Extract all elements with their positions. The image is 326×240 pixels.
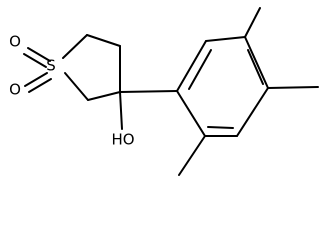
methyl-groups (178, 7, 319, 176)
bond-s-o-top-2 (23, 53, 47, 68)
bond-s-o-bottom-1 (24, 72, 48, 87)
bond-ar-1 (176, 40, 207, 92)
bond-c5-s (64, 72, 89, 101)
hydroxyl-label: HO (111, 131, 134, 149)
oxygen-top-label: O (9, 33, 21, 51)
sulfur-label: S (46, 57, 56, 75)
bond-ar-3 (244, 36, 269, 89)
chemical-structure: S O O HO (9, 7, 319, 176)
oxygen-bottom-label: O (9, 81, 21, 99)
methyl-bond-bottom (178, 135, 206, 176)
bond-ar-2 (205, 36, 246, 42)
benzene-ring (176, 36, 269, 137)
bond-s-c2 (62, 34, 88, 59)
bond-c4-c5 (87, 91, 121, 101)
methyl-bond-right (267, 86, 319, 89)
bond-ar-inner-1 (188, 49, 212, 90)
bond-c2-c3 (86, 34, 121, 47)
bond-ar-inner-2 (247, 49, 264, 85)
bond-ar-inner-3 (207, 126, 234, 129)
bond-s-o-bottom-2 (28, 78, 52, 93)
bond-c-oh (119, 91, 123, 130)
bond-ring-to-aryl (119, 90, 178, 93)
bond-ar-6 (176, 90, 206, 137)
thiolane-ring (62, 34, 121, 101)
bond-ar-4 (236, 87, 269, 137)
sulfonyl-group (23, 47, 52, 93)
bond-s-o-top-1 (27, 47, 51, 62)
methyl-bond-top (244, 7, 261, 38)
